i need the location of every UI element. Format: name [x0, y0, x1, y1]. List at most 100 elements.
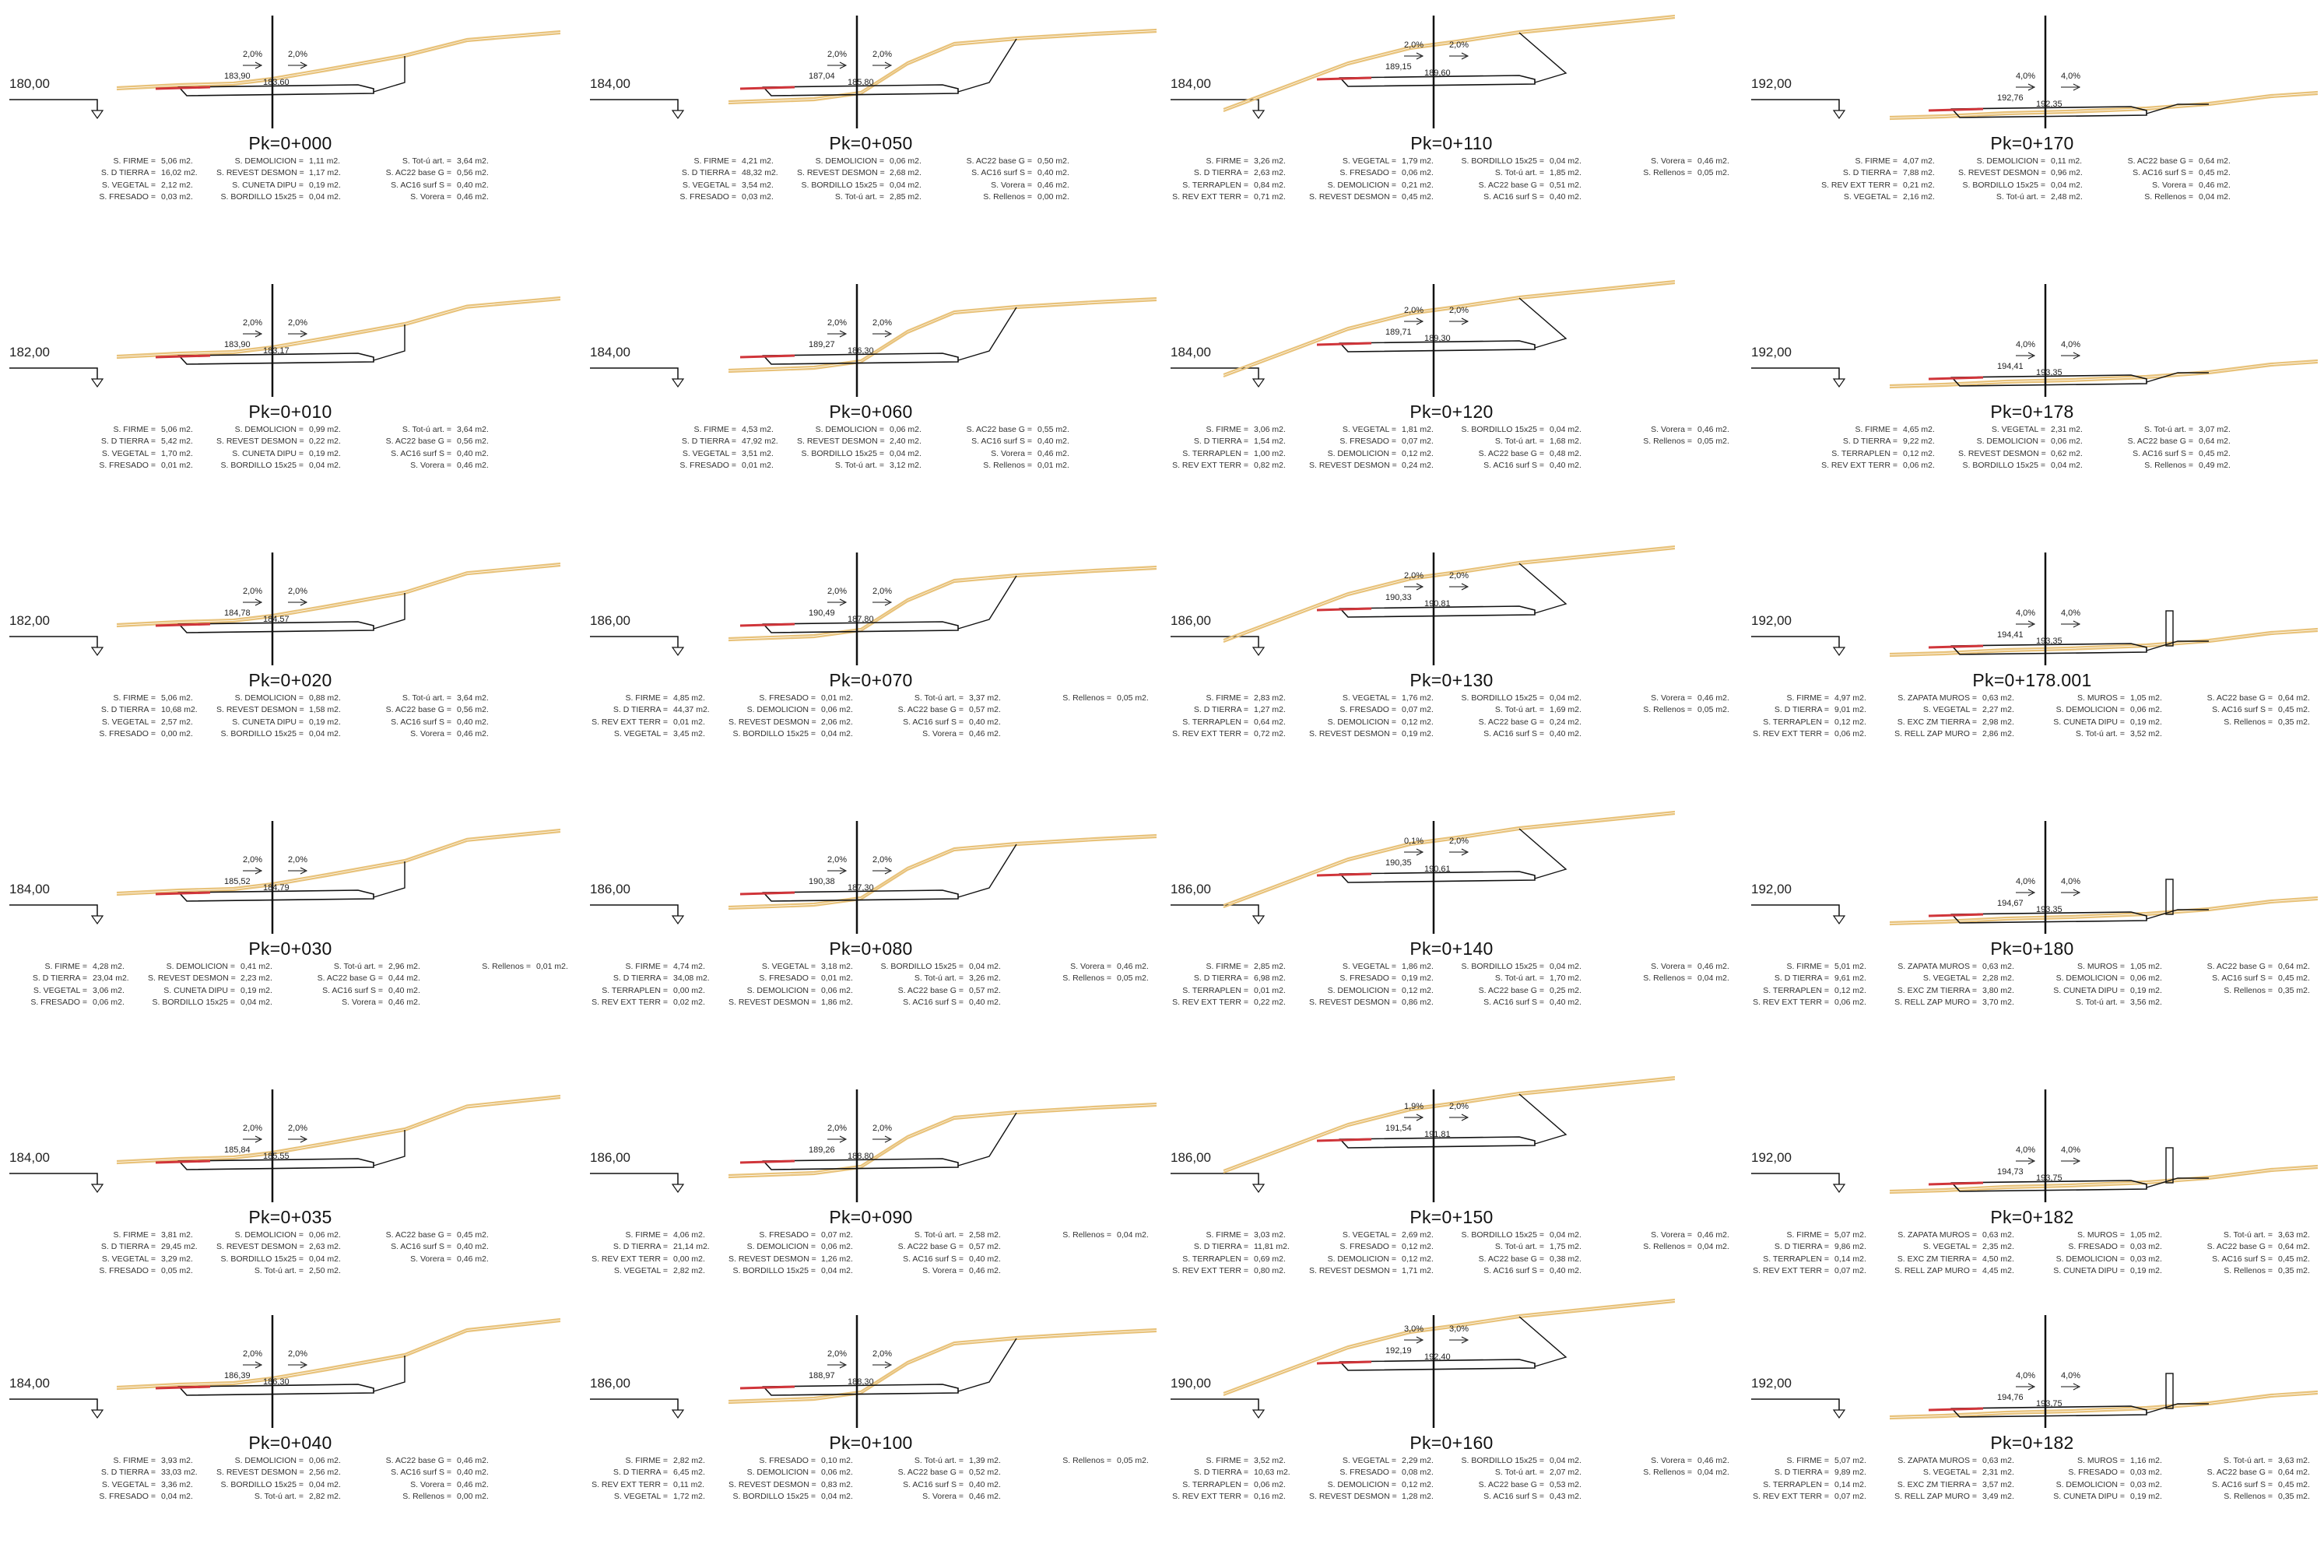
slope-arrow-icon [288, 61, 308, 69]
quantity-value: 0,99 m2. [309, 425, 341, 434]
quantity-name: S. Tot-ú art. = [1494, 168, 1544, 178]
quantity-row: S. AC16 surf S =0,40 m2. [876, 997, 1024, 1009]
quantity-name: S. Vorera = [991, 448, 1032, 458]
datum-line [1171, 367, 1259, 379]
slope-arrow-icon [1404, 848, 1424, 856]
quantity-value: 0,62 m2. [2051, 448, 2083, 458]
quantity-row: S. TERRAPLEN =0,69 m2. [1161, 1254, 1309, 1265]
quantity-name: S. BORDILLO 15x25 = [220, 460, 304, 470]
quantity-row: S. AC22 base G =0,48 m2. [1457, 448, 1605, 460]
quantity-name: S. Rellenos = [2144, 191, 2193, 202]
quantity-name: S. MUROS = [2077, 1456, 2125, 1465]
quantity-value: 0,12 m2. [1402, 717, 1434, 727]
quantity-value: 4,07 m2. [1903, 156, 1935, 166]
slope-label: 3,0% [1404, 1324, 1424, 1334]
terrain-line [728, 1104, 1157, 1179]
quantity-value: 0,63 m2. [1982, 1230, 2014, 1240]
quantity-value: 0,46 m2. [1037, 448, 1069, 458]
quantity-name: S. D TIERRA = [1774, 705, 1829, 715]
quantity-row: S. Rellenos =0,04 m2. [2106, 191, 2254, 203]
quantity-name: S. Tot-ú art. = [2075, 728, 2125, 738]
quantity-name: S. AC22 base G = [385, 437, 451, 447]
quantity-name: S. REV EXT TERR = [1172, 191, 1248, 202]
quantity-name: S. DEMOLICION = [1327, 1254, 1396, 1264]
quantity-row: S. Vorera =0,46 m2. [364, 1479, 512, 1491]
terrain-line [116, 1317, 561, 1388]
quantity-row: S. AC22 base G =0,64 m2. [2185, 1241, 2324, 1253]
quantity-value: 2,58 m2. [969, 1230, 1001, 1240]
slope-label: 2,0% [243, 855, 263, 865]
quantity-row: S. FIRME =3,06 m2. [1161, 424, 1309, 436]
quantity-value: 0,24 m2. [1402, 460, 1434, 470]
quantity-row: S. Tot-ú art. =2,58 m2. [876, 1229, 1024, 1241]
datum-label: 186,00 [590, 1376, 630, 1391]
quantity-row: S. Rellenos =0,01 m2. [945, 460, 1093, 472]
quantity-name: S. REV EXT TERR = [1172, 460, 1248, 470]
quantity-value: 3,26 m2. [1254, 156, 1286, 166]
slope-label: 2,0% [243, 50, 263, 59]
datum-label: 184,00 [9, 1150, 50, 1165]
quantity-value: 0,40 m2. [1550, 191, 1582, 202]
quantity-name: S. RELL ZAP MURO = [1894, 728, 1977, 738]
terrain-line [1889, 361, 2319, 389]
quantity-value: 0,64 m2. [1254, 717, 1286, 727]
quantity-name: S. BORDILLO 15x25 = [220, 1479, 304, 1489]
quantity-row: S. AC22 base G =0,51 m2. [1457, 180, 1605, 191]
quantity-value: 0,07 m2. [821, 1230, 853, 1240]
quantity-value: 0,04 m2. [1550, 962, 1582, 971]
quantity-value: 0,45 m2. [457, 1230, 489, 1240]
cut-slope-line [373, 324, 405, 361]
quantity-name: S. FIRME = [1786, 693, 1829, 703]
quantity-row: S. FRESADO =0,01 m2. [649, 460, 797, 472]
slope-arrow-icon [827, 1135, 848, 1143]
quantity-row: S. Tot-ú art. =2,50 m2. [216, 1265, 364, 1277]
quantity-row: S. DEMOLICION =0,06 m2. [2038, 973, 2185, 984]
quantity-row: S. REV EXT TERR =0,07 m2. [1742, 1265, 1890, 1277]
quantity-name: S. DEMOLICION = [234, 1230, 304, 1240]
quantity-name: S. D TIERRA = [613, 1242, 668, 1252]
quantity-name: S. VEGETAL = [101, 180, 156, 190]
cut-slope-line [373, 56, 405, 93]
quantity-value: 2,85 m2. [890, 191, 922, 202]
quantity-value: 47,92 m2. [742, 437, 778, 447]
quantity-name: S. AC16 surf S = [1483, 191, 1544, 202]
quantity-name: S. FRESADO = [679, 191, 736, 202]
quantity-row: S. FRESADO =0,06 m2. [0, 997, 148, 1009]
quantity-row: S. AC16 surf S =0,43 m2. [1457, 1491, 1605, 1503]
quantity-name: S. D TIERRA = [1193, 1468, 1248, 1478]
slope-label: 2,0% [288, 50, 308, 59]
datum-arrow-icon [1832, 915, 1846, 925]
quantity-value: 0,40 m2. [969, 997, 1001, 1007]
quantity-row: S. REVEST DESMON =1,28 m2. [1309, 1491, 1457, 1503]
slope-arrow-icon [2016, 83, 2036, 91]
quantity-name: S. VEGETAL = [101, 717, 156, 727]
quantity-name: S. Rellenos = [2144, 460, 2193, 470]
quantity-row: S. FRESADO =0,07 m2. [1309, 704, 1457, 716]
quantity-value: 1,05 m2. [2130, 1230, 2162, 1240]
quantity-name: S. Vorera = [2152, 180, 2193, 190]
quantity-row: S. VEGETAL =1,70 m2. [68, 448, 216, 460]
datum-arrow-icon [90, 110, 104, 120]
slope-arrow-icon [872, 330, 893, 338]
section-drawing [1171, 545, 1676, 665]
quantity-value: 2,31 m2. [2051, 425, 2083, 434]
existing-pavement [155, 86, 211, 90]
datum-arrow-icon [90, 378, 104, 388]
quantity-name: S. AC16 surf S = [391, 448, 451, 458]
terrain-line [1223, 545, 1676, 641]
quantity-value: 44,37 m2. [673, 705, 710, 715]
quantity-value: 3,12 m2. [890, 460, 922, 470]
quantity-name: S. REVEST DESMON = [216, 1468, 304, 1478]
station-title: Pk=0+182 [1990, 1433, 2074, 1453]
quantity-row: S. VEGETAL =1,86 m2. [1309, 961, 1457, 973]
quantity-name: S. Tot-ú art. = [914, 1456, 964, 1465]
quantity-name: S. FIRME = [625, 962, 668, 971]
quantity-value: 5,42 m2. [161, 437, 193, 447]
quantity-value: 0,01 m2. [821, 693, 853, 703]
quantity-name: S. DEMOLICION = [1327, 180, 1396, 190]
quantity-name: S. VEGETAL = [1342, 693, 1396, 703]
elevation-label: 193,75 [2036, 1173, 2062, 1183]
quantity-value: 0,52 m2. [969, 1468, 1001, 1478]
